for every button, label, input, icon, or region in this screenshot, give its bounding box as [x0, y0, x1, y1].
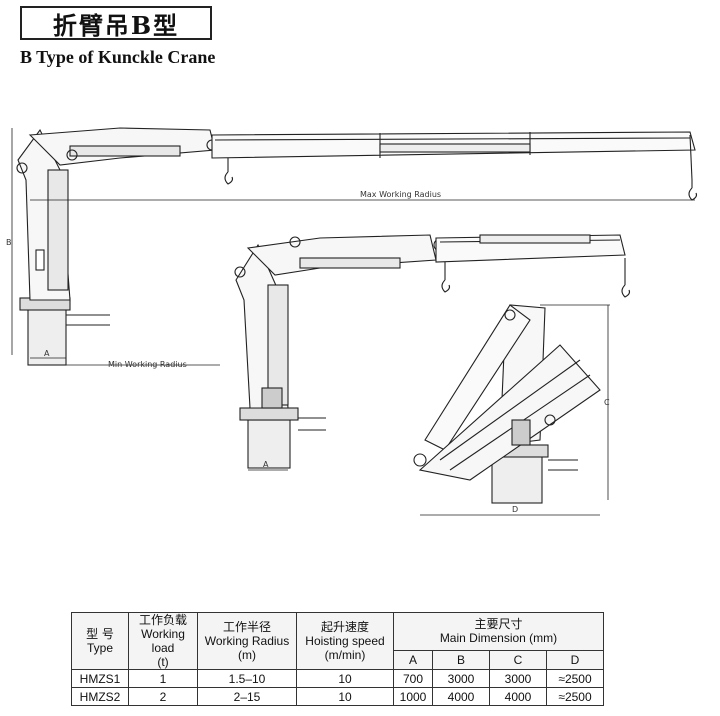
cell-load: 1	[128, 669, 198, 688]
header-load-cn: 工作负载	[138, 613, 187, 627]
header-radius-unit: (m)	[238, 648, 256, 662]
header-radius: 工作半径 Working Radius (m)	[197, 612, 297, 670]
crane-folded-drawing	[413, 304, 610, 516]
cell-d: ≈2500	[546, 687, 604, 706]
cell-d: ≈2500	[546, 669, 604, 688]
page-subtitle: B Type of Kunckle Crane	[20, 47, 216, 67]
crane-mid-drawing	[234, 234, 631, 471]
min-working-radius-label: Min Working Radius	[108, 360, 187, 369]
header-col-c: C	[489, 649, 547, 671]
cell-b: 4000	[432, 687, 490, 706]
cell-b: 3000	[432, 669, 490, 688]
header-speed-cn: 起升速度	[320, 620, 369, 634]
cell-c: 4000	[489, 687, 547, 706]
specification-table: 型 号 Type 工作负载 Working load (t) 工作半径 Work…	[71, 612, 604, 706]
table-row: HMZS2 2 2–15 10 1000 4000 4000 ≈2500	[71, 687, 604, 706]
header-col-a: A	[393, 649, 433, 671]
crane-drawings: Max Working Radius Min Working Radius B …	[6, 127, 698, 516]
header-col-b: B	[432, 649, 490, 671]
dim-b-label-1: B	[6, 238, 12, 247]
cell-type: HMZS1	[71, 669, 129, 688]
cell-radius: 1.5–10	[197, 669, 297, 688]
cell-a: 700	[393, 669, 433, 688]
header-load: 工作负载 Working load (t)	[128, 612, 198, 670]
page-title: 折臂吊B型	[20, 6, 212, 40]
header-col-d: D	[546, 649, 604, 671]
header-dimension-en: Main Dimension (mm)	[439, 631, 558, 646]
max-working-radius-label: Max Working Radius	[360, 190, 441, 199]
crane-extended-drawing	[11, 127, 698, 366]
cell-type: HMZS2	[71, 687, 129, 706]
header-load-en: Working load	[141, 627, 185, 655]
dim-d-label: D	[512, 505, 518, 514]
cell-speed: 10	[296, 687, 394, 706]
header-radius-en: Working Radius	[204, 634, 290, 648]
dim-a-label-1: A	[44, 349, 50, 358]
header-speed-en: Hoisting speed	[305, 634, 385, 648]
dim-a-label-2: A	[263, 460, 269, 469]
cell-c: 3000	[489, 669, 547, 688]
cell-a: 1000	[393, 687, 433, 706]
table-row: HMZS1 1 1.5–10 10 700 3000 3000 ≈2500	[71, 669, 604, 688]
cell-radius: 2–15	[197, 687, 297, 706]
cell-load: 2	[128, 687, 198, 706]
header-type-en: Type	[86, 641, 113, 655]
header-radius-cn: 工作半径	[222, 620, 271, 634]
header-type-cn: 型 号	[86, 627, 114, 641]
header-dimension-cn: 主要尺寸	[474, 617, 523, 632]
header-dimension: 主要尺寸 Main Dimension (mm)	[393, 612, 604, 651]
header-speed-unit: (m/min)	[324, 648, 366, 662]
header-speed: 起升速度 Hoisting speed (m/min)	[296, 612, 394, 670]
dim-c-label: C	[604, 398, 610, 407]
header-load-unit: (t)	[157, 655, 169, 669]
table-header-row: 型 号 Type 工作负载 Working load (t) 工作半径 Work…	[71, 612, 604, 670]
cell-speed: 10	[296, 669, 394, 688]
header-type: 型 号 Type	[71, 612, 129, 670]
